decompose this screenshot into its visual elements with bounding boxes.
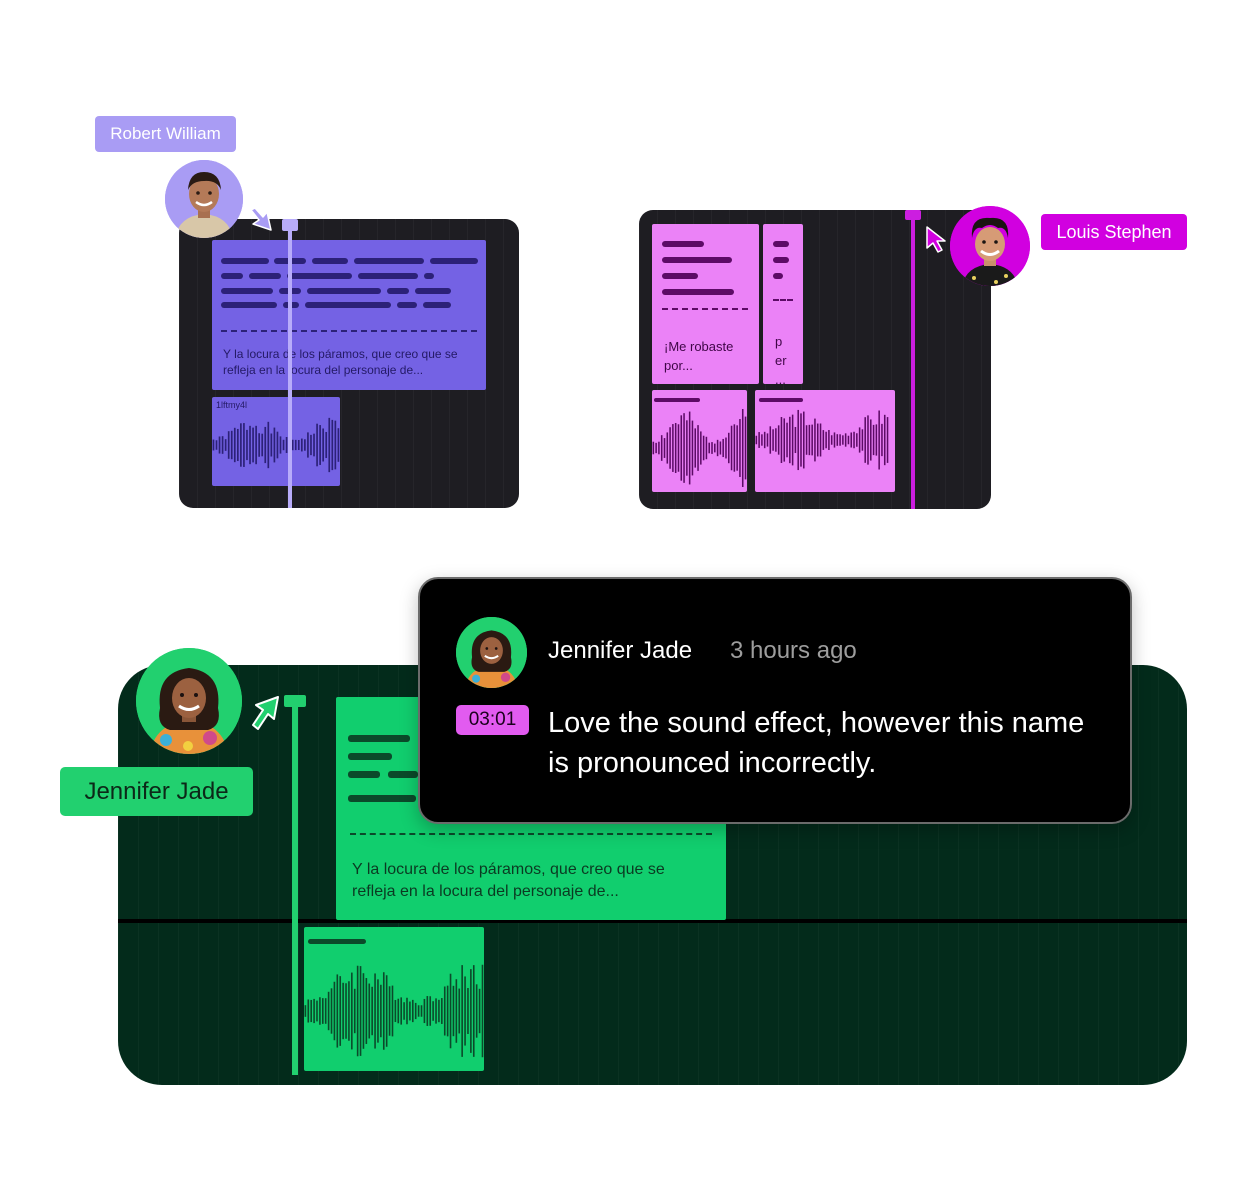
waveform-icon [652, 408, 747, 488]
playhead[interactable] [284, 695, 306, 1075]
audio-clip[interactable] [304, 927, 484, 1071]
audio-clip-label: 1lftmy4l [216, 400, 248, 410]
collaborator-tag-jennifer: Jennifer Jade [60, 767, 253, 816]
waveform-icon [212, 415, 340, 475]
avatar-robert [165, 160, 243, 238]
transcript-clip-2[interactable]: p er ... [763, 224, 803, 384]
collaborator-tag-louis: Louis Stephen [1041, 214, 1187, 250]
cursor-arrow-icon [248, 695, 280, 731]
transcript-text: Y la locura de los páramos, que creo que… [223, 347, 458, 377]
track-divider [118, 919, 1187, 923]
transcript-text: ¡Me robaste por... [664, 339, 734, 373]
comment-author: Jennifer Jade [548, 637, 693, 664]
comment-message: Love the sound effect, however this name… [548, 707, 1085, 779]
playhead[interactable] [905, 210, 921, 509]
timeline-panel-robert: Y la locura de los páramos, que creo que… [179, 219, 519, 508]
timeline-panel-louis: ¡Me robaste por... p er ... [639, 210, 991, 509]
transcript-clip[interactable]: Y la locura de los páramos, que creo que… [212, 240, 486, 390]
waveform-icon [304, 957, 484, 1065]
audio-clip[interactable]: 1lftmy4l [212, 397, 340, 486]
collaborator-tag-robert: Robert William [95, 116, 236, 152]
waveform-icon [755, 408, 889, 472]
comment-time: 3 hours ago [730, 637, 857, 664]
playhead[interactable] [282, 219, 298, 508]
comment-avatar [456, 617, 527, 688]
avatar-jennifer [136, 648, 242, 754]
transcript-text: Y la locura de los páramos, que creo que… [352, 861, 665, 900]
comment-card[interactable]: Jennifer Jade 3 hours ago 03:01 Love the… [418, 577, 1132, 824]
avatar-louis [950, 206, 1030, 286]
audio-clip[interactable] [652, 390, 747, 492]
audio-clip-2[interactable] [755, 390, 895, 492]
timeline-panel-jennifer: Y la locura de los páramos, que creo que… [118, 665, 1187, 1085]
cursor-arrow-icon [249, 206, 273, 232]
comment-timestamp-badge[interactable]: 03:01 [456, 705, 529, 735]
transcript-clip[interactable]: ¡Me robaste por... [652, 224, 759, 384]
cursor-arrow-icon [924, 225, 948, 253]
transcript-text-2: p er ... [775, 334, 787, 384]
